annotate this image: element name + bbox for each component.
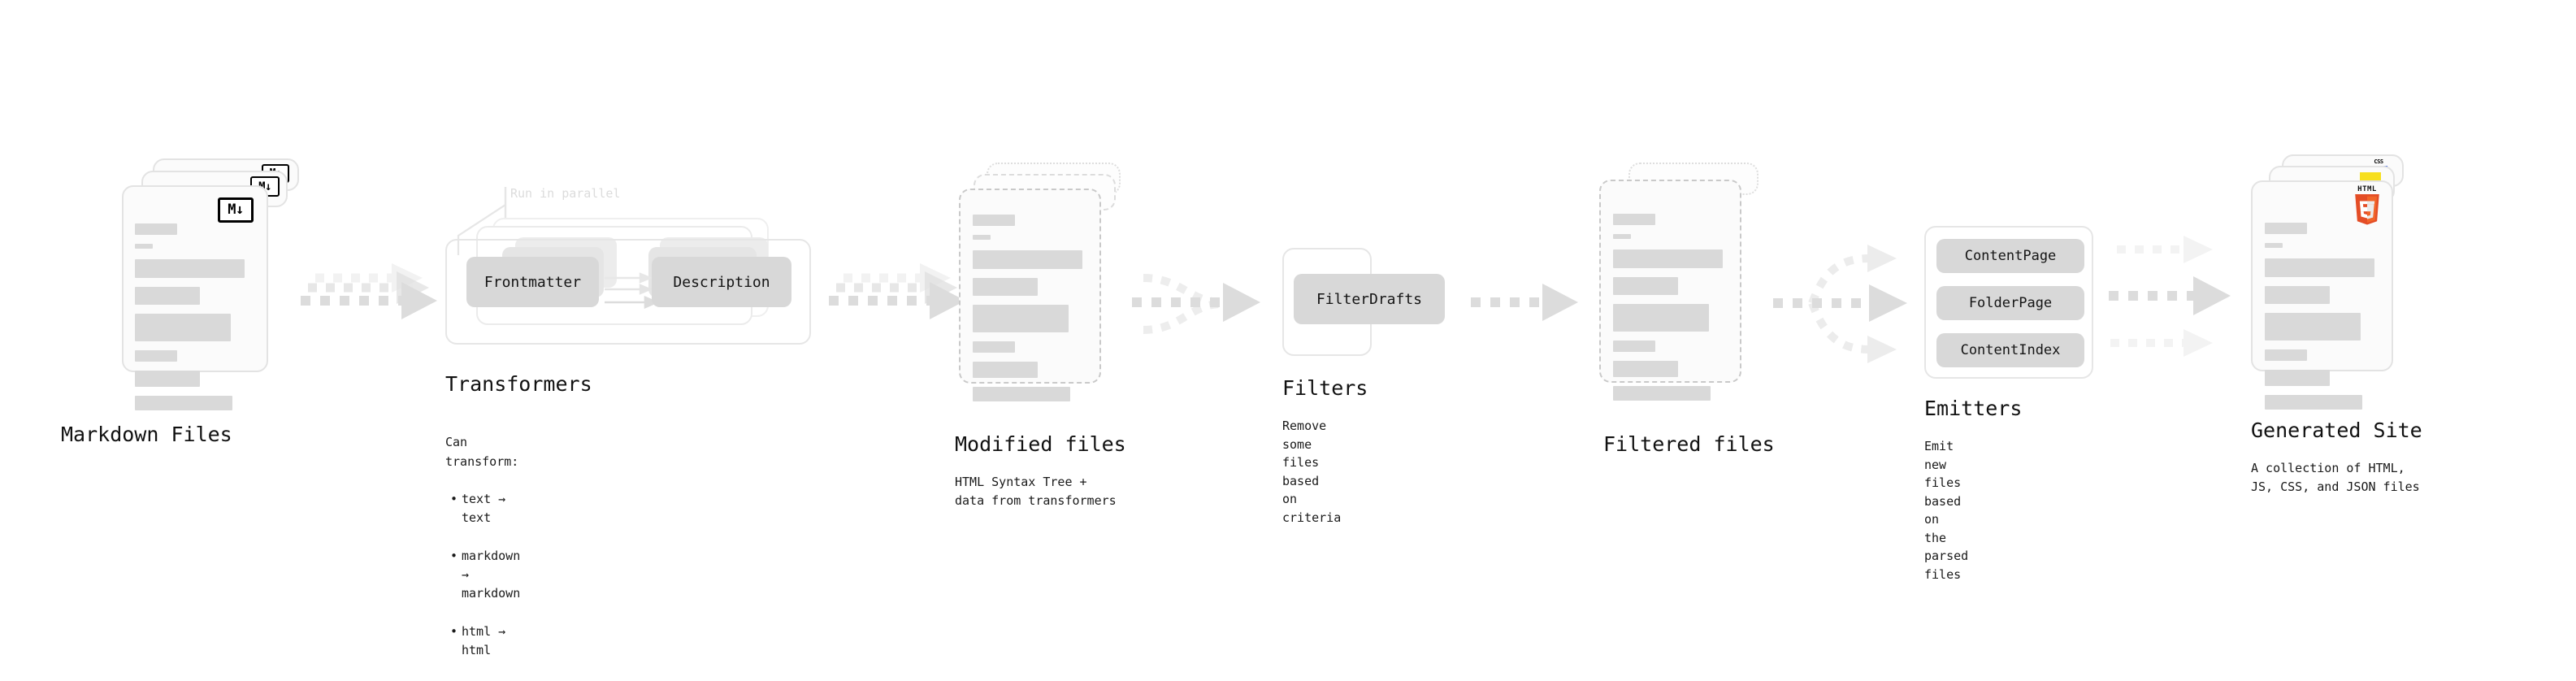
stage-title-transformers: Transformers xyxy=(445,372,592,396)
html5-wordmark: HTML xyxy=(2357,185,2377,193)
content-bar xyxy=(2265,370,2330,386)
content-bar xyxy=(135,223,177,235)
markdown-badge-icon: M↓ xyxy=(218,197,254,223)
content-bar xyxy=(135,287,200,305)
filter-chip-filterdrafts[interactable]: FilterDrafts xyxy=(1294,274,1445,324)
transformer-chip-description[interactable]: Description xyxy=(652,257,791,307)
emitter-chip-folderpage[interactable]: FolderPage xyxy=(1936,286,2084,320)
content-bar xyxy=(973,235,991,240)
markdown-file-stack: M↓ M↓ M↓ xyxy=(122,158,309,427)
arrow-markdown-to-transformers xyxy=(301,263,437,319)
stage-generated-site: CSS HTML xyxy=(2251,154,2438,494)
stage-title-emitters: Emitters xyxy=(1924,397,2023,420)
content-bar xyxy=(2265,349,2307,361)
emitter-chip-contentindex[interactable]: ContentIndex xyxy=(1936,333,2084,367)
content-bar xyxy=(1613,234,1631,239)
content-bar xyxy=(135,396,232,410)
content-bar xyxy=(2265,395,2362,410)
transformer-chip-frontmatter[interactable]: Frontmatter xyxy=(466,257,599,307)
run-in-parallel-label: Run in parallel xyxy=(510,186,621,201)
site-card-front: HTML xyxy=(2251,180,2393,410)
content-bar xyxy=(135,259,245,278)
content-bar xyxy=(973,362,1038,378)
emitters-subtitle: Emit new files based on the parsed files xyxy=(1924,439,1969,582)
filters-group-box: FilterDrafts xyxy=(1282,248,1445,356)
arrow-modified-to-filters xyxy=(1132,274,1260,334)
generated-site-stack: CSS HTML xyxy=(2251,154,2438,423)
content-bar xyxy=(1613,304,1709,332)
arrow-transformers-to-modified xyxy=(829,263,965,319)
transformer-inner-arrows xyxy=(605,272,660,309)
content-bar xyxy=(135,244,153,249)
html5-shield-icon xyxy=(2355,194,2379,225)
transformers-subtitle-heading: Can transform: xyxy=(445,435,519,469)
content-bar xyxy=(2265,258,2374,277)
stage-title-filtered-files: Filtered files xyxy=(1603,432,1775,456)
content-bar xyxy=(973,341,1015,353)
site-card-content xyxy=(2265,223,2379,419)
content-bar xyxy=(135,350,177,362)
content-bar xyxy=(2265,286,2330,304)
arrow-filtered-to-emitters xyxy=(1773,245,1907,363)
content-bar xyxy=(973,250,1082,269)
transformers-subtitle-item-0: text → text xyxy=(450,490,520,528)
transformers-subtitle: Can transform: text → text markdown → ma… xyxy=(445,414,520,679)
generated-site-subtitle: A collection of HTML, JS, CSS, and JSON … xyxy=(2251,461,2420,494)
content-bar xyxy=(2265,243,2283,248)
content-bar xyxy=(973,387,1070,401)
markdown-card-front: M↓ xyxy=(122,185,268,410)
stage-title-markdown-files: Markdown Files xyxy=(61,423,232,446)
content-bar xyxy=(2265,223,2307,234)
content-bar xyxy=(973,215,1015,226)
content-bar xyxy=(2265,313,2361,340)
content-bar xyxy=(1613,249,1723,268)
filters-subtitle: Remove some files based on criteria xyxy=(1282,419,1342,525)
content-bar xyxy=(135,371,200,387)
content-bar xyxy=(1613,277,1678,295)
content-bar xyxy=(1613,386,1711,401)
content-bar xyxy=(1613,340,1655,352)
modified-file-stack xyxy=(959,163,1138,431)
stage-title-modified-files: Modified files xyxy=(955,432,1126,456)
content-bar xyxy=(1613,361,1678,377)
filtered-card-content xyxy=(1613,214,1728,410)
content-bar xyxy=(135,314,231,341)
stage-title-filters: Filters xyxy=(1282,376,1368,400)
transformers-subtitle-item-2: html → html xyxy=(450,622,520,661)
emitter-chip-contentpage[interactable]: ContentPage xyxy=(1936,239,2084,273)
stage-markdown-files: M↓ M↓ M↓ Markdown Files xyxy=(61,158,309,446)
html5-icon: HTML xyxy=(2353,186,2381,225)
arrow-filters-to-filtered xyxy=(1471,284,1578,321)
stage-title-generated-site: Generated Site xyxy=(2251,419,2422,442)
modified-card-content xyxy=(973,215,1087,410)
filtered-file-stack xyxy=(1599,163,1778,431)
modified-files-subtitle: HTML Syntax Tree + data from transformer… xyxy=(955,475,1117,508)
stage-filtered-files: Filtered files xyxy=(1599,163,1778,456)
arrow-emitters-to-site xyxy=(2109,236,2231,357)
content-bar xyxy=(973,278,1038,296)
transformer-group-front xyxy=(445,239,811,345)
modified-card-front xyxy=(959,189,1101,401)
css-badge-label: CSS xyxy=(2374,158,2383,165)
filtered-card-front xyxy=(1599,180,1741,401)
stage-modified-files: Modified files HTML Syntax Tree + data f… xyxy=(955,163,1138,508)
markdown-card-content xyxy=(135,223,255,419)
content-bar xyxy=(973,305,1069,332)
transformers-subtitle-item-1: markdown → markdown xyxy=(450,547,520,604)
content-bar xyxy=(1613,214,1655,225)
emitters-group-box: ContentPage FolderPage ContentIndex xyxy=(1924,226,2093,379)
